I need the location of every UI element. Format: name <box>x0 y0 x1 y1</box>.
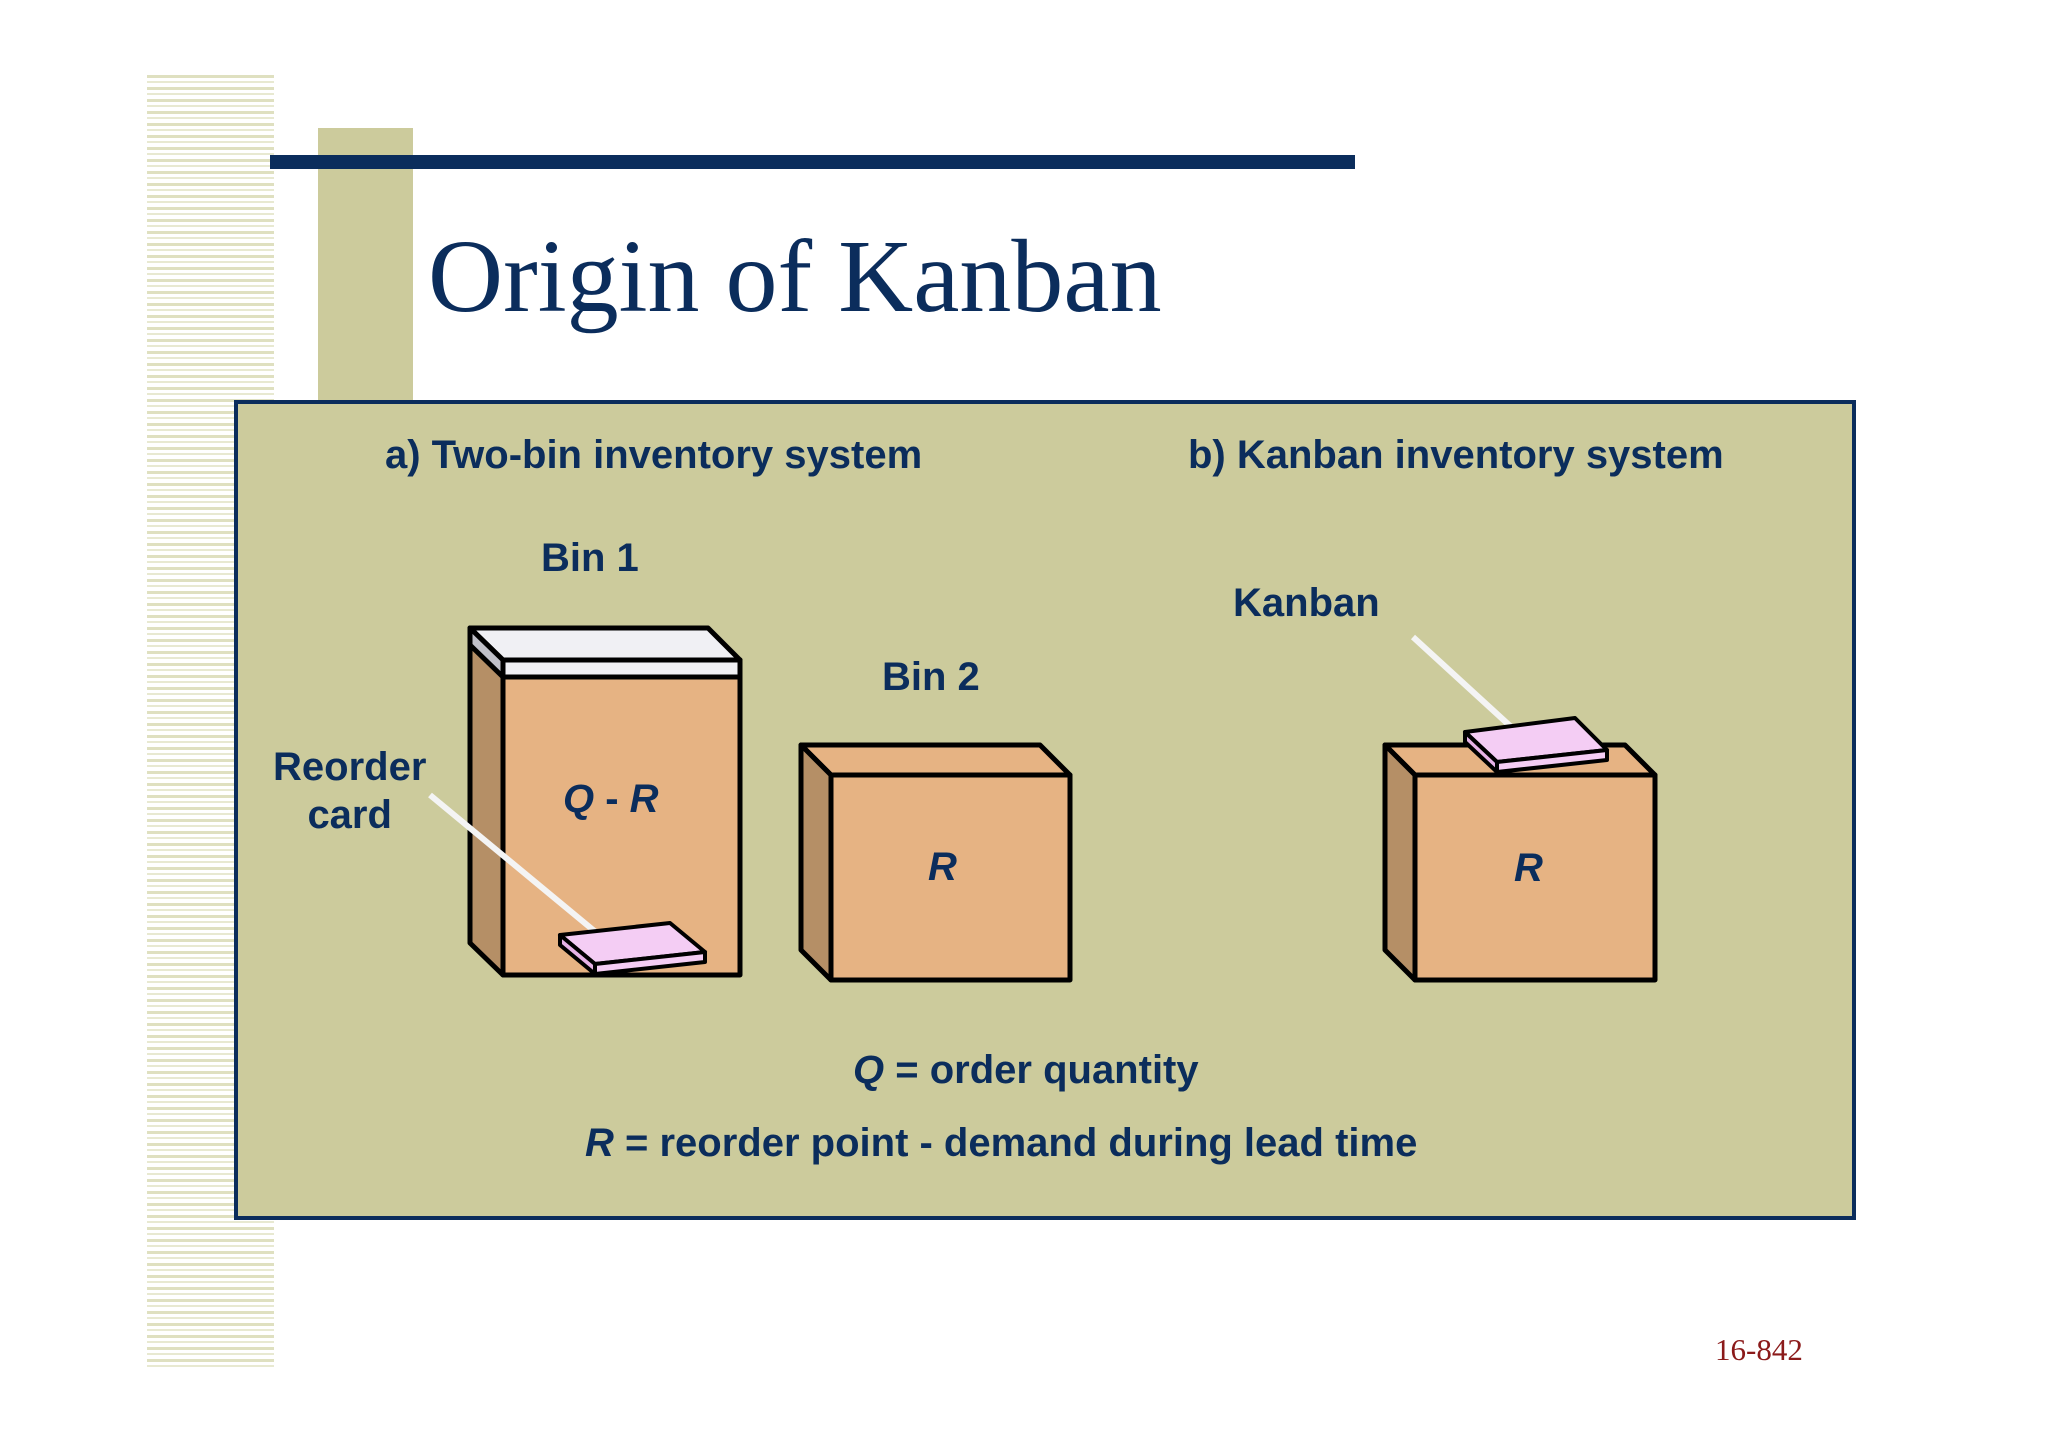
bin-1-lid-side <box>467 625 506 680</box>
bin-2-label: Bin 2 <box>882 655 980 699</box>
legend-r-text: = reorder point - demand during lead tim… <box>613 1121 1418 1165</box>
bin-2-contents: R <box>928 845 957 889</box>
legend-r-symbol: R <box>585 1121 614 1165</box>
bin-1-r-symbol: R <box>629 777 659 821</box>
bin-1-side <box>467 625 506 978</box>
bin-1-minus: - <box>594 777 630 821</box>
section-a-heading: a) Two-bin inventory system <box>385 433 923 477</box>
reorder-card-label-line1: Reorder <box>273 745 427 789</box>
section-b-heading: b) Kanban inventory system <box>1188 433 1724 477</box>
kanban-bin-contents: R <box>1514 846 1543 890</box>
reorder-card-label-line2: card <box>307 793 392 837</box>
title-rule <box>270 155 1355 169</box>
bin-2-side <box>798 742 834 983</box>
page-number: 16-842 <box>1715 1332 1803 1367</box>
title-accent-bar <box>318 128 413 403</box>
kanban-label: Kanban <box>1233 581 1380 625</box>
reorder-card-label: Reorder card <box>273 743 426 839</box>
legend-r: R = reorder point - demand during lead t… <box>585 1123 1417 1163</box>
reorder-card-pointer <box>428 792 600 937</box>
slide-title: Origin of Kanban <box>428 219 1162 334</box>
bin-1-label: Bin 1 <box>541 536 639 580</box>
bin-2-front <box>828 772 1073 983</box>
legend-q-symbol: Q <box>853 1048 885 1092</box>
bin-1 <box>467 625 743 978</box>
bin-1-lid-top <box>467 625 743 663</box>
legend-q: Q = order quantity <box>853 1050 1199 1090</box>
bin-1-lid-edge <box>500 657 743 680</box>
bin-1-q-symbol: Q <box>563 777 595 821</box>
bin-1-contents: Q - R <box>563 779 659 819</box>
kanban-bin-side <box>1382 742 1418 983</box>
kanban-card <box>1463 716 1609 774</box>
kanban-pointer <box>1410 634 1523 738</box>
reorder-card <box>558 921 707 976</box>
kanban-bin <box>1382 742 1658 983</box>
legend-q-text: = order quantity <box>884 1048 1199 1092</box>
kanban-bin-front <box>1412 772 1658 983</box>
bin-2 <box>798 742 1073 983</box>
bin-2-top <box>798 742 1073 778</box>
